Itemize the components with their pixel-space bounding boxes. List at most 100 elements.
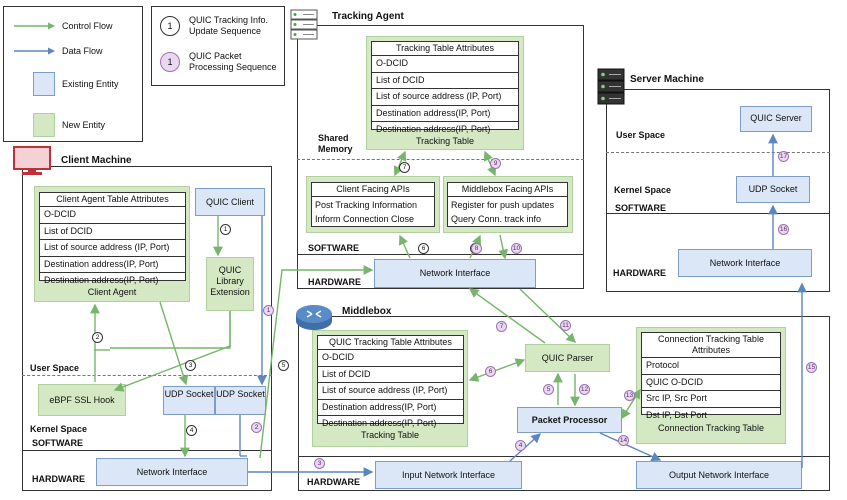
input-network-interface-label: Input Network Interface <box>401 470 496 480</box>
tracking-row: Destination address(IP, Port) <box>372 104 518 122</box>
server-user-kernel-divider <box>606 152 830 153</box>
tracking-hw-divider <box>297 254 584 255</box>
tracking-hardware-label: HARDWARE <box>308 277 361 287</box>
client-network-interface <box>96 458 248 486</box>
tracking-software-label: SOFTWARE <box>308 243 359 253</box>
legend-packet-seq-badge: 1 <box>160 52 180 72</box>
output-network-interface-label: Output Network Interface <box>668 470 770 480</box>
conn-row: Src IP, Src Port <box>642 390 780 407</box>
tracking-table-label: Tracking Table <box>415 136 475 146</box>
legend-tracking-seq-label: QUIC Tracking Info. Update Sequence <box>189 15 269 36</box>
server-network-interface-label: Network Interface <box>709 258 781 268</box>
seq-white-2: 2 <box>92 332 103 343</box>
udp-socket-1-label: UDP Socket <box>164 389 214 399</box>
ebpf-ssl-hook-label: eBPF SSL Hook <box>49 395 115 405</box>
middlebox-title: Middlebox <box>342 306 392 317</box>
seq-purple-8: 8 <box>471 243 482 254</box>
tracking-row: List of source address (IP, Port) <box>372 88 518 105</box>
client-apis-title: Client Facing APIs <box>312 183 434 197</box>
seq-purple-14: 14 <box>618 435 629 446</box>
mb-row: O-DCID <box>322 352 354 362</box>
legend-existing-entity: Existing Entity <box>62 79 119 89</box>
middlebox-hardware-label: HARDWARE <box>307 477 360 487</box>
mb-row: Destination address(IP, Port) <box>318 398 463 416</box>
mb-row: List of DCID <box>318 365 463 383</box>
legend-tracking-seq-badge: 1 <box>160 16 180 36</box>
shared-memory-label: Shared Memory <box>318 133 353 154</box>
output-network-interface <box>636 461 802 489</box>
seq-purple-7: 7 <box>496 321 507 332</box>
seq-purple-5: 5 <box>543 384 554 395</box>
tracking-row: List of DCID <box>372 71 518 89</box>
conn-tracking-header: Connection Tracking Table Attributes <box>642 333 780 358</box>
seq-white-7: 7 <box>399 162 410 173</box>
server-user-space-label: User Space <box>616 130 666 140</box>
legend-packet-seq-label: QUIC Packet Processing Sequence <box>189 51 277 72</box>
conn-tracking-label: Connection Tracking Table <box>658 423 764 433</box>
server-hw-divider <box>606 213 830 214</box>
seq-white-1: 1 <box>220 224 231 235</box>
quic-parser <box>525 344 610 372</box>
legend-control-flow: Control Flow <box>62 21 113 31</box>
client-agent-table-header: Client Agent Table Attributes <box>40 193 185 207</box>
client-user-kernel-divider <box>22 375 272 376</box>
middlebox-hw-divider <box>298 456 830 457</box>
client-row: List of source address (IP, Port) <box>40 239 185 256</box>
middlebox-api-query: Query Conn. track info <box>451 214 542 224</box>
mb-tracking-table-header: QUIC Tracking Table Attributes <box>318 336 463 350</box>
conn-tracking-table: Connection Tracking Table Attributes Pro… <box>641 332 781 420</box>
client-api-close: Inform Connection Close <box>315 214 415 224</box>
client-row: List of DCID <box>40 222 185 240</box>
input-network-interface <box>375 461 522 489</box>
quic-library-label: QUIC Library Extension <box>210 265 250 297</box>
tracking-network-interface <box>374 259 536 288</box>
ebpf-ssl-hook <box>38 384 126 416</box>
quic-parser-label: QUIC Parser <box>541 353 594 363</box>
seq-purple-2: 2 <box>251 422 262 433</box>
mb-tracking-table-label: Tracking Table <box>360 430 420 440</box>
tracking-agent-divider <box>297 159 584 160</box>
server-udp-socket-label: UDP Socket <box>748 184 798 194</box>
server-stack-icon <box>596 68 626 106</box>
tracking-network-interface-label: Network Interface <box>419 268 491 278</box>
server-hardware-label: HARDWARE <box>613 268 666 278</box>
router-icon <box>294 302 334 332</box>
seq-purple-15: 15 <box>806 362 817 373</box>
monitor-icon <box>12 146 52 176</box>
packet-processor-label: Packet Processor <box>531 415 608 425</box>
seq-purple-9: 9 <box>490 158 501 169</box>
seq-white-4: 4 <box>186 425 197 436</box>
server-machine-title: Server Machine <box>630 74 704 85</box>
middlebox-api-register: Register for push updates <box>451 200 555 210</box>
legend-existing-swatch <box>33 72 55 96</box>
server-kernel-space-label: Kernel Space <box>614 185 672 195</box>
seq-purple-1: 1 <box>263 305 274 316</box>
quic-server-label: QUIC Server <box>750 113 802 123</box>
client-machine-title: Client Machine <box>61 155 132 166</box>
mb-row: List of source address (IP, Port) <box>318 382 463 399</box>
legend-flow-box <box>3 6 143 142</box>
quic-client-label: QUIC Client <box>205 197 254 207</box>
seq-purple-10: 10 <box>511 243 522 254</box>
client-user-space-label: User Space <box>30 363 80 373</box>
tracking-row: O-DCID <box>376 58 408 68</box>
seq-purple-16: 16 <box>778 224 789 235</box>
seq-purple-12: 12 <box>579 384 590 395</box>
conn-row: Dst IP, Dst Port <box>642 406 780 424</box>
client-row: Destination address(IP, Port) <box>40 255 185 273</box>
client-facing-apis: Client Facing APIs Post Tracking Informa… <box>311 182 435 227</box>
server-network-interface <box>678 249 812 277</box>
server-software-label: SOFTWARE <box>615 203 666 213</box>
quic-library-extension <box>206 257 254 311</box>
seq-purple-17: 17 <box>778 151 789 162</box>
udp-socket-2-label: UDP Socket <box>216 389 265 399</box>
seq-purple-13: 13 <box>624 390 635 401</box>
client-network-interface-label: Network Interface <box>136 467 208 477</box>
client-api-post: Post Tracking Information <box>315 200 418 210</box>
server-rack-icon <box>289 9 319 41</box>
quic-client <box>195 188 265 216</box>
legend-data-flow: Data Flow <box>62 46 103 56</box>
legend-new-entity: New Entity <box>62 120 106 130</box>
tracking-table-attributes: Tracking Table Attributes O-DCID List of… <box>371 41 519 134</box>
seq-white-6: 6 <box>418 243 429 254</box>
